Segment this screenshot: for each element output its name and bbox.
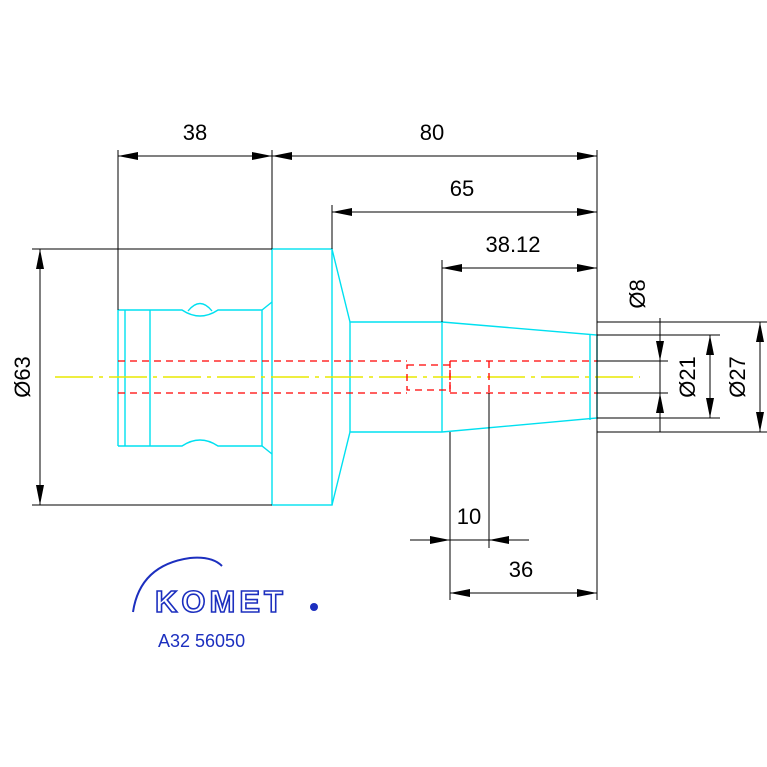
dia-27-label: Ø27: [725, 356, 750, 398]
logo-brand-text: KOMET: [155, 584, 287, 619]
dia-21-label: Ø21: [675, 356, 700, 398]
dim-36-label: 36: [509, 557, 533, 582]
dim-38-label: 38: [183, 120, 207, 145]
registered-mark-icon: [310, 603, 318, 611]
dia-8-label: Ø8: [625, 279, 650, 308]
dim-38-12-label: 38.12: [485, 232, 540, 257]
part-number: A32 56050: [158, 631, 245, 651]
dia-63-label: Ø63: [10, 356, 35, 398]
dim-10-label: 10: [457, 504, 481, 529]
komet-logo: KOMET: [132, 556, 318, 620]
extension-lines: [32, 150, 767, 600]
dim-80-label: 80: [420, 120, 444, 145]
hidden-bore: [118, 360, 597, 394]
dim-65-label: 65: [450, 176, 474, 201]
logo-arc-icon: [132, 556, 223, 613]
